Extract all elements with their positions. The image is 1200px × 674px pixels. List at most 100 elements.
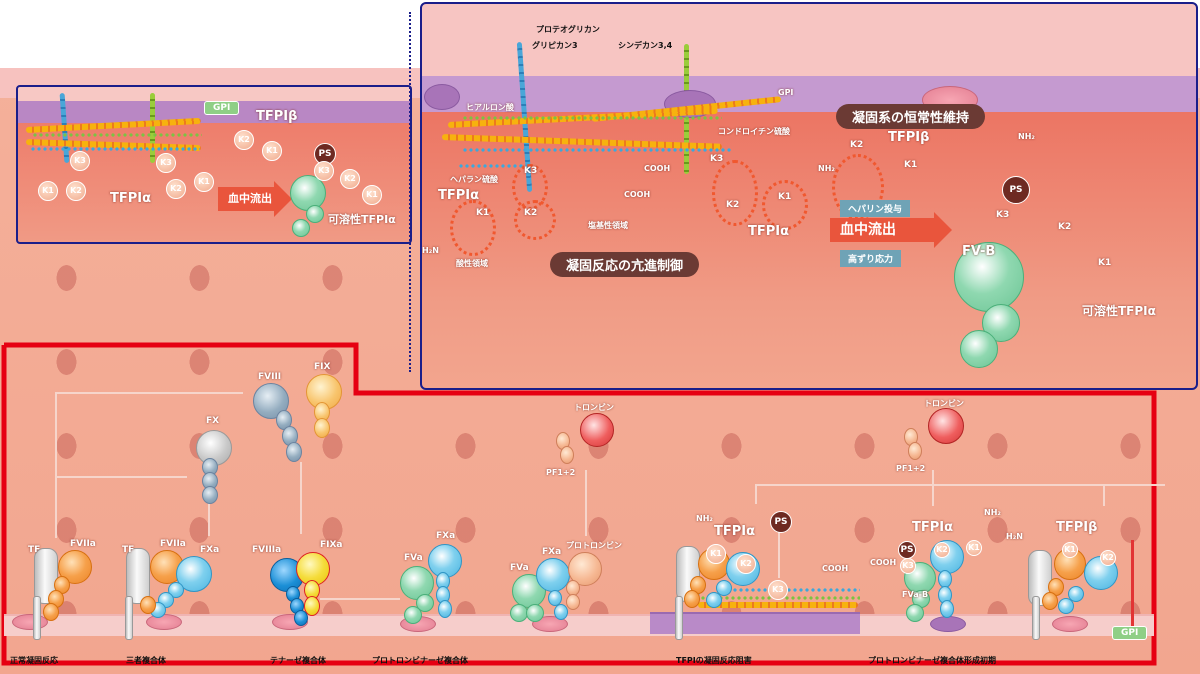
zoom-connector	[409, 12, 421, 372]
kunitz-k1: K1	[778, 192, 792, 202]
nh2-terminus: NH₂	[1018, 132, 1035, 141]
pathway-arrow	[778, 528, 780, 578]
tfpi-alpha-label: TFPIα	[110, 191, 152, 206]
fxa-molecule	[716, 580, 732, 596]
fva-label: FVa	[510, 563, 529, 573]
pathway-arrow	[755, 484, 1165, 486]
fx-label: FX	[206, 416, 220, 426]
tfpi-alpha-label: TFPIα	[714, 524, 756, 539]
stage-label: テナーゼ複合体	[270, 656, 326, 665]
kunitz-k1: K1	[262, 141, 282, 161]
fviiia-label: FVIIIa	[252, 545, 282, 555]
pathway-panel-outline	[1, 342, 1157, 666]
kunitz-k1: K1	[1062, 542, 1078, 558]
thrombin-label: トロンビン	[924, 399, 964, 408]
kunitz-k2: K2	[66, 181, 86, 201]
kunitz-k3: K3	[768, 580, 788, 600]
fixa-molecule	[296, 552, 330, 586]
tissue-factor-stalk	[125, 596, 133, 640]
fixa-label: FIXa	[320, 540, 343, 550]
fviia-molecule	[43, 603, 59, 621]
heparin-administration-tag: ヘパリン投与	[840, 200, 911, 217]
fviiia-molecule	[294, 610, 308, 626]
pathway-arrow	[585, 470, 587, 536]
tissue-factor-stalk	[33, 596, 41, 640]
pf12-label: PF1+2	[896, 464, 926, 473]
pf12-label: PF1+2	[546, 468, 576, 477]
fviia-molecule	[684, 590, 700, 608]
blood-outflow-arrow: 血中流出	[218, 181, 292, 217]
kunitz-k1: K1	[706, 544, 726, 564]
kunitz-k2: K2	[1058, 222, 1072, 232]
heparan-chain	[462, 148, 732, 152]
fixa-molecule	[304, 596, 320, 616]
kunitz-k1: K1	[966, 540, 982, 556]
kunitz-k2: K2	[726, 200, 740, 210]
soluble-tfpi-alpha-label: 可溶性TFPIα	[328, 213, 396, 226]
kunitz-k2: K2	[340, 169, 360, 189]
kunitz-k3: K3	[900, 558, 916, 574]
heparan-chain	[458, 164, 528, 168]
syndecan-stalk	[150, 93, 155, 163]
pathway-arrow	[1103, 484, 1105, 506]
fix-label: FIX	[314, 362, 331, 372]
gpi-label: GPI	[778, 88, 794, 97]
stage-label: プロトロンビナーゼ複合体形成初期	[868, 656, 996, 665]
gpi-anchor: GPI	[1112, 626, 1148, 640]
fv-b-domain	[954, 242, 1024, 312]
kunitz-k2: K2	[934, 542, 950, 558]
kunitz-k2: K2	[736, 554, 756, 574]
fxa-label: FXa	[436, 531, 456, 541]
thrombin-molecule	[580, 413, 614, 447]
pathway-arrow	[932, 470, 934, 506]
heparan-chain	[720, 588, 860, 592]
fva-b-molecule	[906, 604, 924, 622]
heparan-sulfate-label: ヘパラン硫酸	[450, 175, 498, 184]
fva-molecule	[526, 604, 544, 622]
fxa-molecule	[706, 592, 722, 608]
cell-nucleus	[424, 84, 460, 110]
tissue-factor	[34, 548, 58, 604]
proteoglycan-label: プロテオグリカン	[536, 25, 600, 34]
prothrombin-label: プロトロンビン	[566, 541, 622, 550]
chondroitin-chain	[32, 133, 202, 137]
tfpi-alpha-chain	[514, 200, 556, 240]
tf-label: TF	[122, 545, 135, 555]
detail-panel: プロテオグリカン グリピカン3 シンデカン3,4 ヒアルロン酸 ヘパラン硫酸 コ…	[420, 2, 1198, 390]
fix-molecule	[314, 418, 330, 438]
pathway-arrow	[755, 484, 757, 504]
fva-molecule	[404, 606, 422, 624]
fxa-molecule	[438, 600, 452, 618]
protein-s: PS	[770, 511, 792, 533]
kunitz-k3: K3	[524, 166, 538, 176]
fva-label: FVa	[404, 553, 423, 563]
tfpi-alpha-label: TFPIα	[438, 188, 480, 203]
fviii-label: FVIII	[258, 372, 282, 382]
tf-label: TF	[28, 545, 41, 555]
pathway-arrow	[55, 476, 187, 478]
kunitz-k1: K1	[904, 160, 918, 170]
fva-molecule	[416, 594, 434, 612]
acidic-region-label: 酸性領域	[456, 259, 488, 268]
stage-label: 正常凝固反応	[10, 656, 58, 665]
chondroitin-chain	[462, 116, 722, 120]
kunitz-k1: K1	[194, 172, 214, 192]
tissue-factor-stalk	[1032, 596, 1040, 640]
fva-b-label: FVa-B	[902, 590, 929, 599]
pathway-arrow	[320, 598, 400, 600]
kunitz-k2: K2	[234, 130, 254, 150]
kunitz-k2: K2	[1100, 550, 1116, 566]
stage-label: TFPIの凝固反応阻害	[676, 656, 752, 665]
fviia-label: FVIIa	[70, 539, 96, 549]
syndecan-label: シンデカン3,4	[618, 41, 673, 50]
tfpi-alpha-label: TFPIα	[748, 224, 790, 239]
fxa-molecule	[554, 604, 568, 620]
fxa-molecule	[1058, 598, 1074, 614]
fviii-molecule	[286, 442, 302, 462]
fv-b-domain	[960, 330, 998, 368]
regulation-pill: 凝固反応の亢進制御	[550, 252, 700, 277]
cell-nucleus	[146, 614, 182, 630]
kunitz-k3: K3	[710, 154, 724, 164]
prothrombin-molecule	[566, 594, 580, 610]
tfpi-beta-label: TFPIβ	[1056, 520, 1098, 535]
